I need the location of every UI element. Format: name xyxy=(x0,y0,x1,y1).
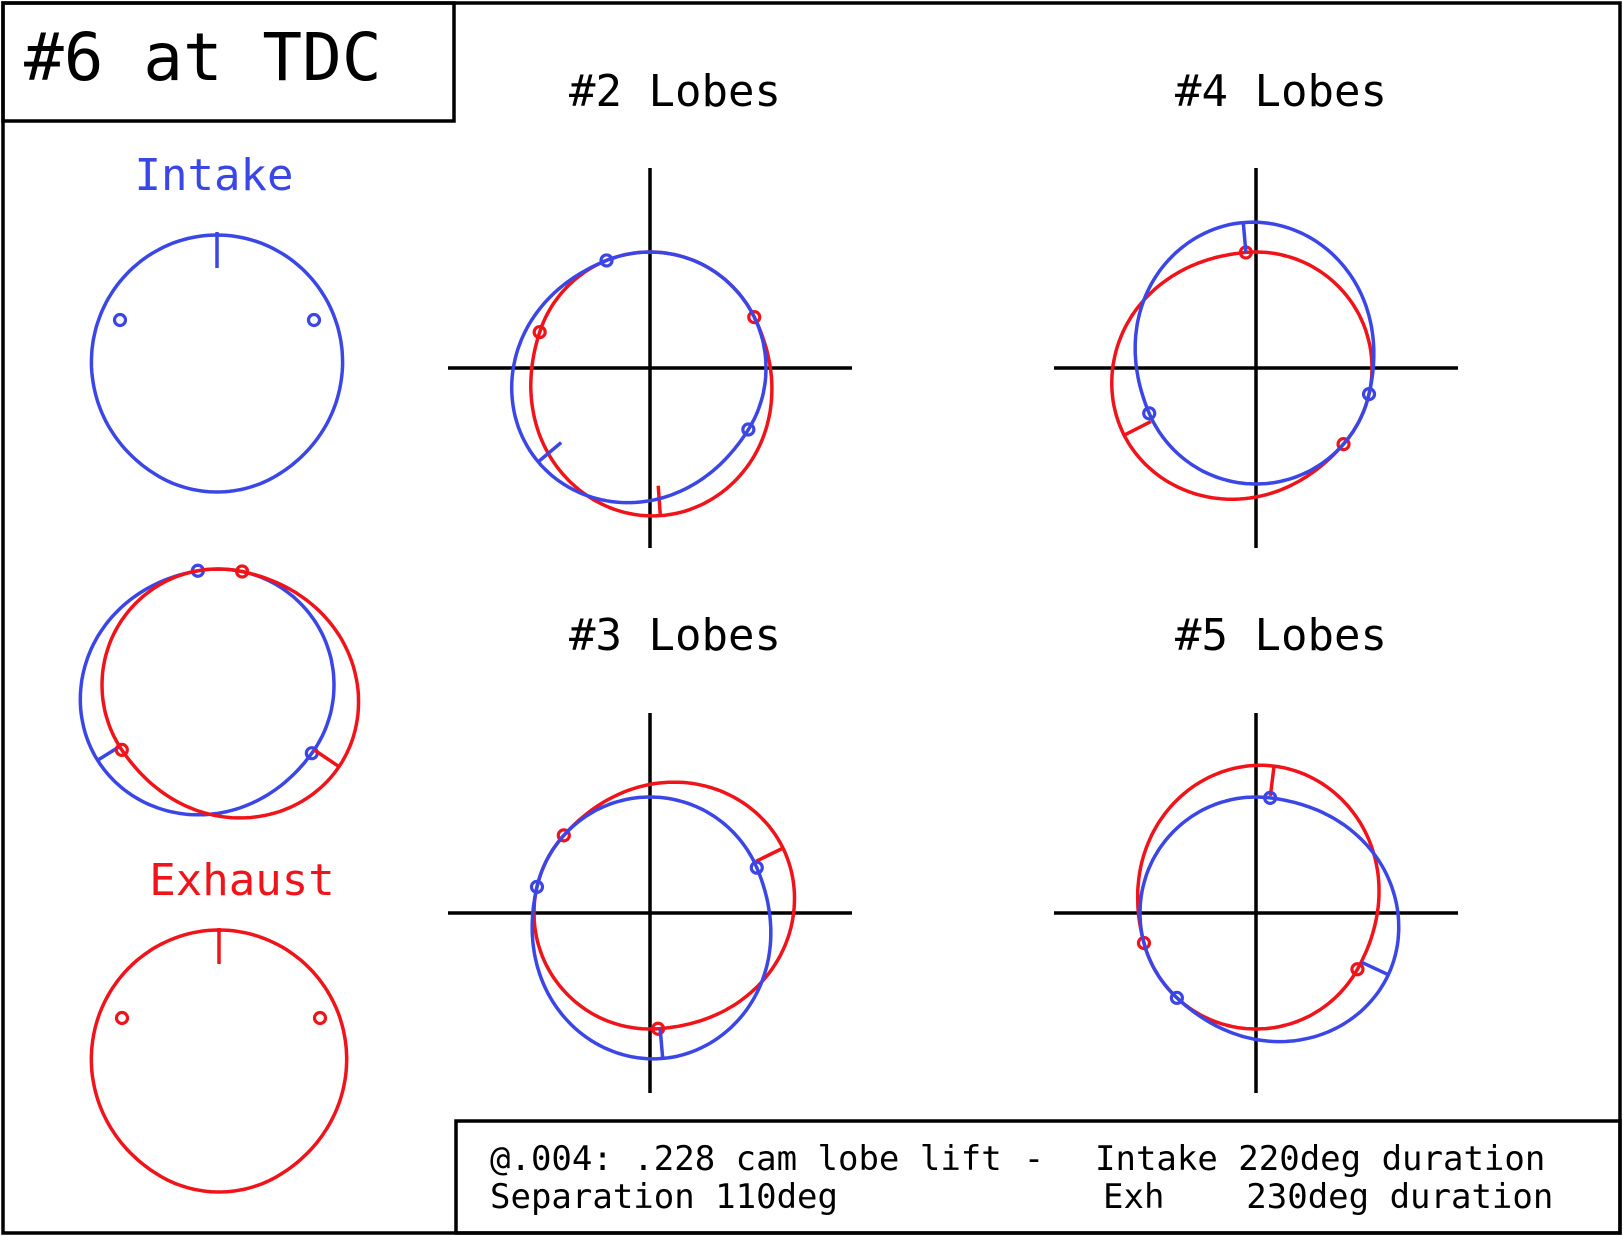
intake-close-point xyxy=(529,879,545,895)
panel-title-5: #5 Lobes xyxy=(1175,610,1387,661)
overlay-exhaust-lobe-outline xyxy=(100,567,361,820)
exhaust-open-point xyxy=(747,310,762,325)
intake-lobe-outline xyxy=(89,233,345,494)
intake-close-point xyxy=(599,253,614,268)
overlay-lobes-legend xyxy=(78,563,361,820)
exhaust-lobe-outline xyxy=(532,780,797,1031)
exhaust-open-point xyxy=(114,1010,130,1026)
info-line2-right: Exh 230deg duration xyxy=(1103,1177,1553,1217)
overlay-intake-lobe-outline xyxy=(78,567,336,817)
title-box xyxy=(1,1,456,123)
intake-lobe-outline xyxy=(1138,795,1401,1044)
exhaust-nose-marker xyxy=(755,846,784,863)
intake-open-point xyxy=(112,312,128,328)
intake-nose-marker xyxy=(1241,222,1248,253)
intake-open-point xyxy=(741,422,756,437)
intake-legend-label: Intake xyxy=(135,150,294,201)
panel-cylinder-3 xyxy=(448,713,852,1093)
intake-open-point xyxy=(1142,406,1157,421)
intake-lobe-outline xyxy=(509,250,768,505)
panel-cylinder-4 xyxy=(1054,168,1458,548)
exhaust-close-point xyxy=(1350,962,1365,977)
info-line1-left: @.004: .228 cam lobe lift xyxy=(490,1139,1002,1179)
intake-close-point xyxy=(306,312,322,328)
overlay-exhaust-nose-marker xyxy=(313,748,341,769)
exhaust-close-point xyxy=(650,1021,666,1036)
exhaust-lobe-outline xyxy=(1135,763,1381,1031)
info-line2-left: Separation 110deg xyxy=(490,1177,838,1217)
panel-title-2: #2 Lobes xyxy=(569,66,781,117)
info-line1-right: Intake 220deg duration xyxy=(1095,1139,1545,1179)
exhaust-legend-label: Exhaust xyxy=(149,855,334,906)
exhaust-lobe-outline xyxy=(1110,250,1374,502)
intake-open-point xyxy=(1263,790,1278,805)
panel-cylinder-2 xyxy=(448,168,852,548)
intake-lobe-outline xyxy=(530,795,773,1061)
intake-nose-marker xyxy=(537,441,563,464)
exhaust-nose-marker xyxy=(1123,420,1152,437)
overlay-exhaust-close-point xyxy=(114,742,129,757)
intake-nose-marker xyxy=(658,1028,665,1059)
exhaust-nose-marker xyxy=(656,485,663,516)
panel-title-4: #4 Lobes xyxy=(1175,66,1387,117)
intake-lobe-legend xyxy=(89,232,345,494)
intake-close-point xyxy=(1361,386,1377,402)
exhaust-lobe-outline xyxy=(89,928,349,1194)
info-line1-dash: - xyxy=(1024,1139,1044,1179)
exhaust-close-point xyxy=(532,325,547,340)
intake-open-point xyxy=(749,860,764,875)
intake-close-point xyxy=(1169,990,1184,1005)
info-box xyxy=(454,1119,1622,1235)
overlay-exhaust-open-point xyxy=(235,564,250,579)
exhaust-open-point xyxy=(556,828,571,843)
intake-nose-marker xyxy=(1360,960,1390,977)
exhaust-close-point xyxy=(312,1010,328,1026)
intake-lobe-outline xyxy=(1133,220,1376,486)
panel-cylinder-5 xyxy=(1054,713,1458,1093)
exhaust-open-point xyxy=(1336,437,1351,452)
panel-title-3: #3 Lobes xyxy=(569,610,781,661)
exhaust-lobe-legend xyxy=(89,928,349,1194)
title-label: #6 at TDC xyxy=(24,19,382,96)
